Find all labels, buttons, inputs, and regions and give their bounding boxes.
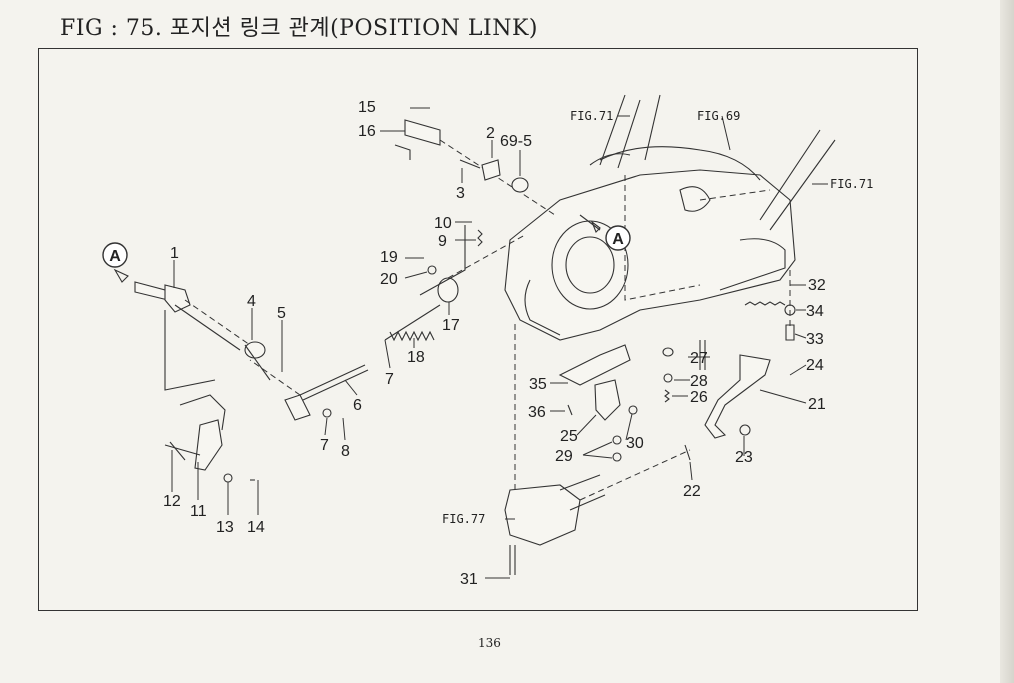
callout-31: 31 — [460, 571, 478, 588]
callout-labels: 1 2 3 4 5 6 7 7 8 9 10 11 12 13 14 15 16… — [163, 99, 826, 588]
callout-19: 19 — [380, 249, 398, 266]
callout-10: 10 — [434, 215, 452, 232]
view-marker-a-left: A — [102, 242, 129, 283]
callout-12: 12 — [163, 493, 181, 510]
left-linkage — [134, 119, 556, 483]
callout-9: 9 — [438, 233, 447, 250]
callout-5: 5 — [277, 305, 286, 322]
callout-22: 22 — [683, 483, 701, 500]
leader-lines — [171, 107, 828, 579]
callout-18: 18 — [407, 349, 425, 366]
callout-3: 3 — [456, 185, 465, 202]
page-edge — [1000, 0, 1014, 683]
callout-8: 8 — [341, 443, 350, 460]
callout-2: 2 — [486, 125, 495, 142]
transmission-housing — [504, 94, 836, 341]
callout-28: 28 — [690, 373, 708, 390]
callout-32: 32 — [808, 277, 826, 294]
callout-6: 6 — [353, 397, 362, 414]
callout-11: 11 — [190, 503, 207, 520]
svg-text:A: A — [612, 231, 624, 248]
callout-14: 14 — [247, 519, 265, 536]
callout-35: 35 — [529, 376, 547, 393]
callout-20: 20 — [380, 271, 398, 288]
fig-ref-71-right: FIG.71 — [830, 177, 873, 191]
figure-title: FIG : 75. 포지션 링크 관계(POSITION LINK) — [60, 16, 538, 41]
callout-24: 24 — [806, 357, 824, 374]
view-marker-a-right: A — [590, 220, 631, 251]
callout-34: 34 — [806, 303, 824, 320]
callout-7a: 7 — [385, 371, 394, 388]
fig-ref-69: FIG.69 — [697, 109, 740, 123]
callout-15: 15 — [358, 99, 376, 116]
figure-references: FIG.71 FIG.69 FIG.71 FIG.77 — [442, 109, 873, 526]
callout-25: 25 — [560, 428, 578, 445]
callout-1: 1 — [170, 245, 179, 262]
fig-ref-71-top: FIG.71 — [570, 109, 613, 123]
callout-17: 17 — [442, 317, 460, 334]
callout-36: 36 — [528, 404, 546, 421]
callout-33: 33 — [806, 331, 824, 348]
callout-13: 13 — [216, 519, 234, 536]
callout-69-5: 69-5 — [500, 133, 532, 150]
fig-ref-77: FIG.77 — [442, 512, 485, 526]
lower-right-linkage — [504, 270, 796, 575]
page-number: 136 — [478, 636, 501, 650]
callout-26: 26 — [690, 389, 708, 406]
callout-7b: 7 — [320, 437, 329, 454]
callout-27: 27 — [690, 350, 708, 367]
svg-text:A: A — [109, 248, 121, 265]
callout-30: 30 — [626, 435, 644, 452]
callout-23: 23 — [735, 449, 753, 466]
callout-21: 21 — [808, 396, 826, 413]
callout-16: 16 — [358, 123, 376, 140]
callout-4: 4 — [247, 293, 256, 310]
diagram-frame — [38, 48, 918, 611]
callout-29: 29 — [555, 448, 573, 465]
